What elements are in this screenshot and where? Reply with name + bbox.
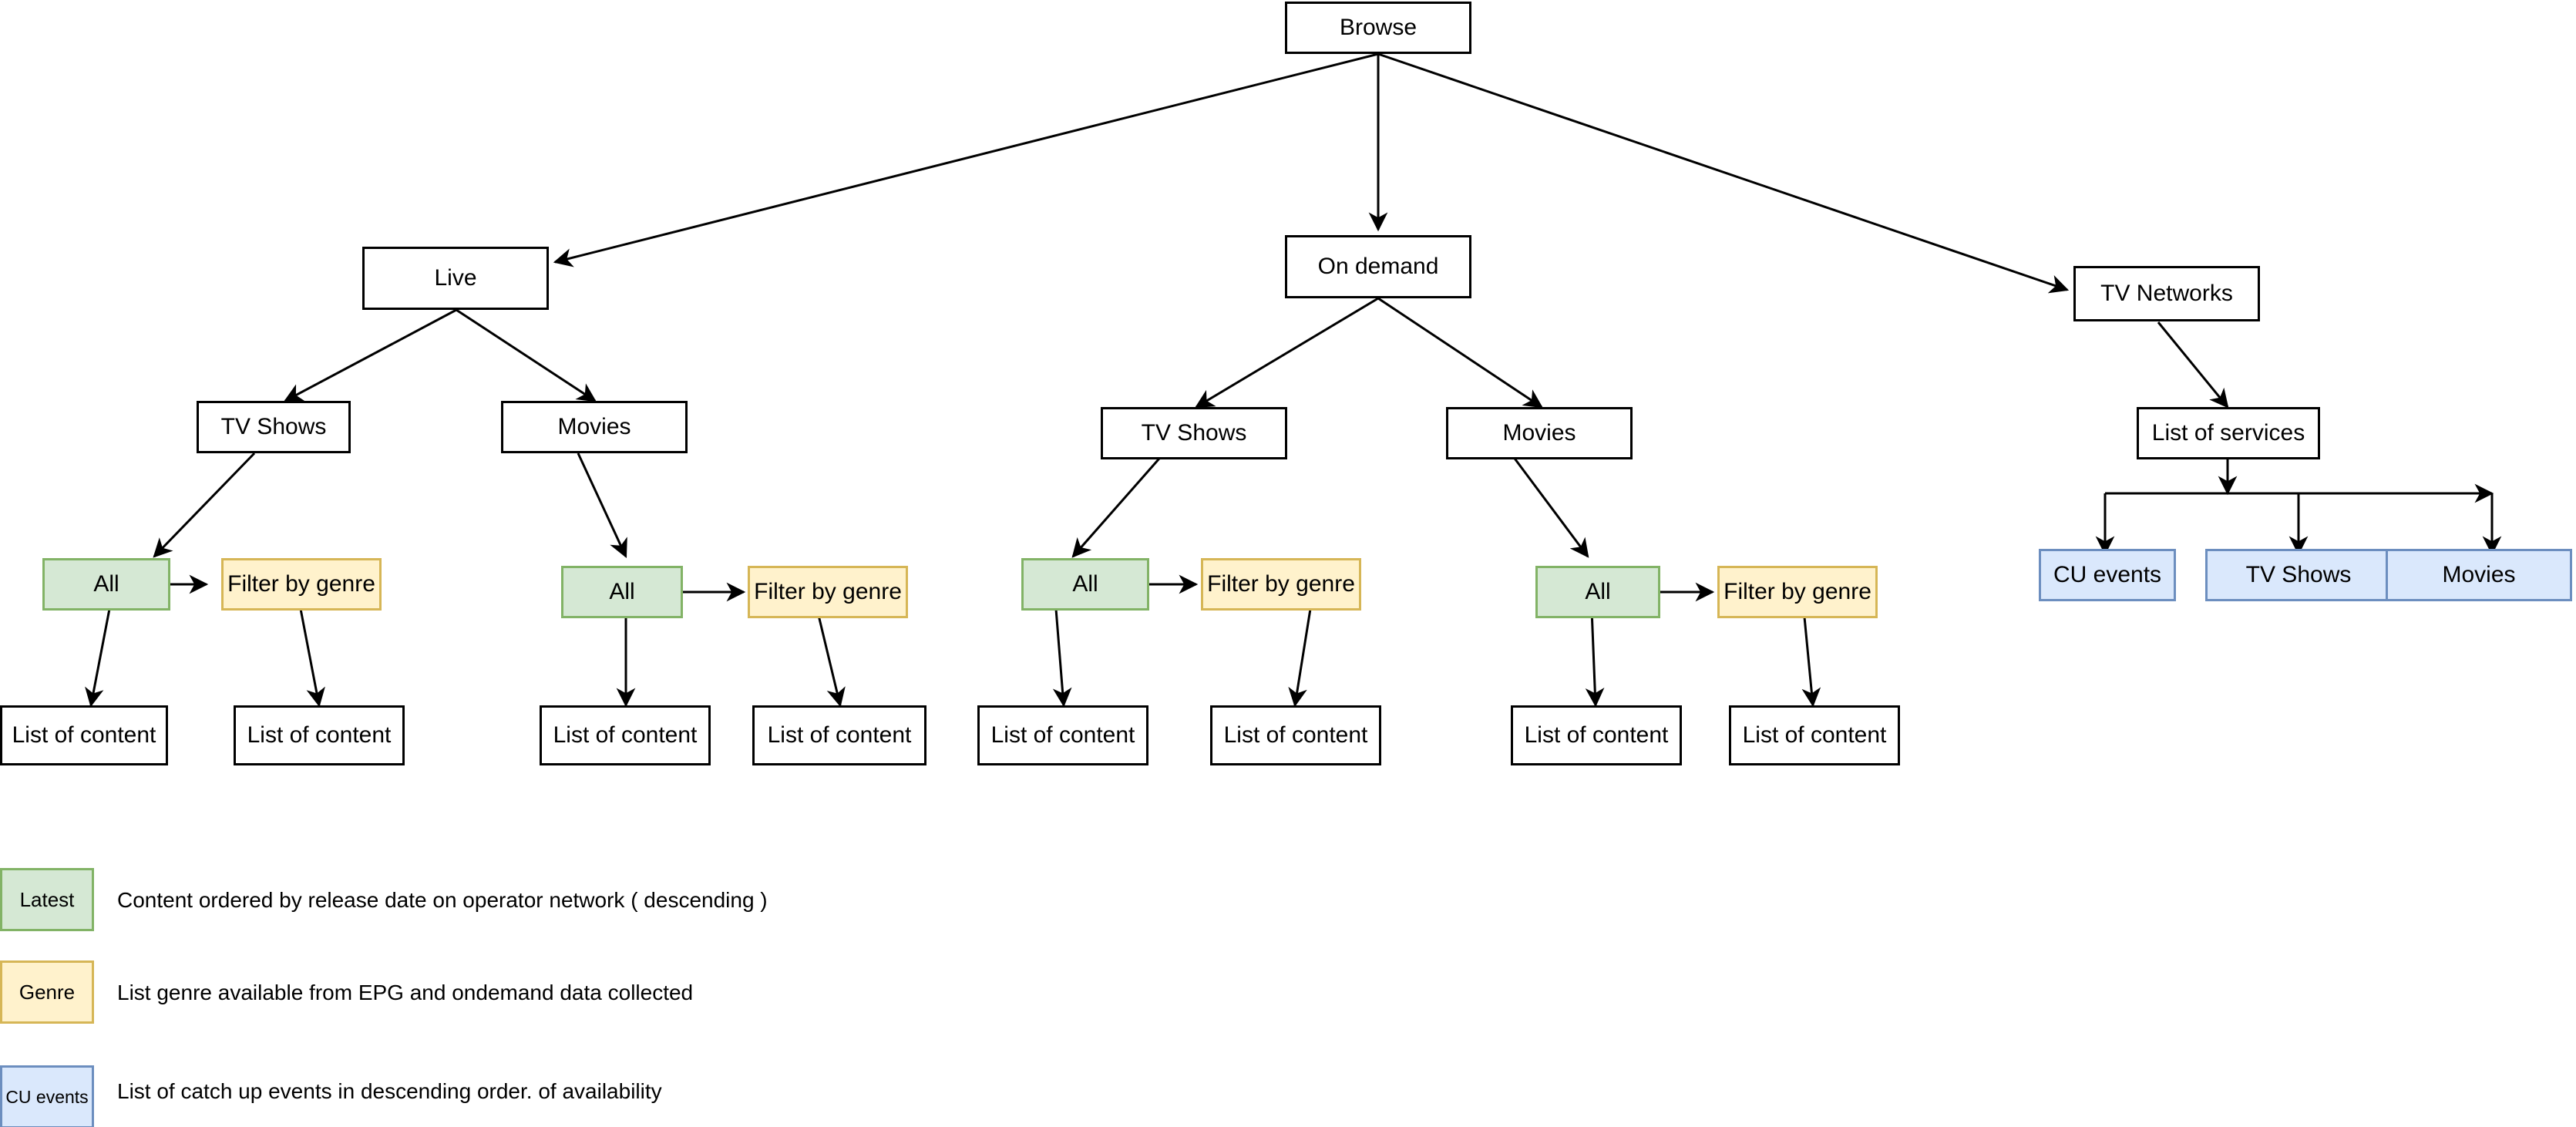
node-on-demand[interactable]: On demand [1285,235,1471,298]
node-live-label: Live [434,264,477,291]
node-cu-events[interactable]: CU events [2039,549,2176,601]
node-filter-od-movies-label: Filter by genre [1723,578,1871,604]
node-list-of-content-2-label: List of content [247,722,392,748]
node-all-od-movies[interactable]: All [1535,566,1660,618]
node-list-of-content-7-label: List of content [1524,722,1669,748]
node-cu-events-label: CU events [2053,561,2162,587]
node-list-of-content-8-label: List of content [1742,722,1887,748]
node-net-tv-shows-label: TV Shows [2245,561,2352,587]
node-net-tv-shows[interactable]: TV Shows [2205,549,2392,601]
node-all-live-tv-shows[interactable]: All [42,558,170,611]
node-list-of-content-1[interactable]: List of content [0,705,168,765]
node-od-tv-shows-label: TV Shows [1141,419,1247,446]
node-live-tv-shows[interactable]: TV Shows [197,401,351,453]
node-list-of-content-2[interactable]: List of content [234,705,405,765]
node-filter-od-tv-shows[interactable]: Filter by genre [1201,558,1361,611]
node-filter-od-tv-shows-label: Filter by genre [1207,570,1355,597]
node-list-of-content-3[interactable]: List of content [540,705,711,765]
node-od-tv-shows[interactable]: TV Shows [1101,407,1287,459]
node-list-of-content-1-label: List of content [12,722,156,748]
node-live[interactable]: Live [362,247,549,310]
node-tv-networks[interactable]: TV Networks [2073,266,2260,321]
node-filter-od-movies[interactable]: Filter by genre [1717,566,1878,618]
node-list-of-content-3-label: List of content [553,722,698,748]
node-list-of-services-label: List of services [2151,419,2305,446]
node-list-of-content-4-label: List of content [767,722,912,748]
legend-description-cu-events-text: List of catch up events in descending or… [117,1079,662,1103]
node-list-of-content-6-label: List of content [1223,722,1368,748]
node-filter-live-tv-shows-label: Filter by genre [227,570,375,597]
node-list-of-content-5[interactable]: List of content [977,705,1148,765]
node-filter-live-movies[interactable]: Filter by genre [748,566,908,618]
node-filter-live-tv-shows[interactable]: Filter by genre [221,558,382,611]
node-filter-live-movies-label: Filter by genre [754,578,902,604]
legend-swatch-cu-events: CU events [0,1065,94,1127]
node-browse[interactable]: Browse [1285,2,1471,54]
node-all-live-movies[interactable]: All [561,566,683,618]
node-list-of-content-5-label: List of content [990,722,1135,748]
legend-swatch-genre: Genre [0,960,94,1024]
legend-description-cu-events: List of catch up events in descending or… [117,1079,662,1104]
legend-swatch-genre-label: Genre [18,980,76,1004]
node-net-movies-label: Movies [2442,561,2516,587]
node-browse-label: Browse [1339,14,1417,40]
node-all-od-tv-shows-label: All [1072,570,1098,597]
node-live-tv-shows-label: TV Shows [220,413,327,439]
node-od-movies[interactable]: Movies [1446,407,1633,459]
legend-description-latest-text: Content ordered by release date on opera… [117,888,768,912]
node-list-of-content-8[interactable]: List of content [1729,705,1900,765]
node-od-movies-label: Movies [1502,419,1576,446]
legend-description-genre: List genre available from EPG and ondema… [117,981,693,1005]
node-list-of-content-7[interactable]: List of content [1511,705,1682,765]
node-list-of-services[interactable]: List of services [2137,407,2320,459]
node-tv-networks-label: TV Networks [2100,280,2233,306]
node-live-movies[interactable]: Movies [501,401,688,453]
legend-description-latest: Content ordered by release date on opera… [117,888,768,913]
node-on-demand-label: On demand [1317,253,1439,279]
legend-swatch-cu-events-label: CU events [5,1086,89,1107]
node-live-movies-label: Movies [557,413,631,439]
node-list-of-content-4[interactable]: List of content [752,705,926,765]
legend-swatch-latest: Latest [0,868,94,931]
node-all-od-tv-shows[interactable]: All [1021,558,1149,611]
node-net-movies[interactable]: Movies [2386,549,2572,601]
node-all-live-movies-label: All [609,578,635,604]
node-list-of-content-6[interactable]: List of content [1210,705,1381,765]
legend-description-genre-text: List genre available from EPG and ondema… [117,981,694,1004]
node-all-live-tv-shows-label: All [93,570,119,597]
legend-swatch-latest-label: Latest [19,887,75,911]
node-all-od-movies-label: All [1585,578,1611,604]
